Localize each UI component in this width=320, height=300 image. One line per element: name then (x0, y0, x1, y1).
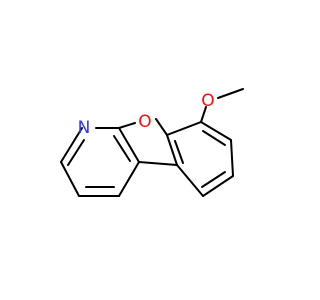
bond-ome-ch3 (217, 88, 244, 99)
bond-c2-c3 (60, 161, 80, 197)
bond-c4a-c9a-inner (113, 135, 131, 162)
bond-c4a-c9a (118, 127, 140, 163)
bond-c7-c6 (230, 139, 234, 177)
bond-c8a-c8 (166, 121, 202, 136)
bond-c8-c7 (200, 121, 232, 141)
bond-c6-c5 (202, 175, 234, 197)
furan-ring (118, 118, 178, 166)
bond-c8a-c4b (166, 134, 178, 166)
methoxy-oxygen-atom-label: O (201, 91, 214, 111)
bond-n-c2-inner (67, 139, 85, 166)
nitrogen-atom-label: N (78, 118, 91, 138)
pyridine-ring (60, 127, 140, 197)
bond-c8-c7-inner (202, 130, 226, 146)
bond-c5-c4b (176, 164, 204, 197)
bond-c4-c4a (118, 161, 140, 197)
bond-c9a-o (118, 122, 136, 129)
molecule-structure: N O O (60, 88, 244, 197)
bond-c8a-c4b-inner (174, 140, 184, 164)
bond-o-c8a (155, 118, 168, 136)
bond-n-c2 (60, 127, 83, 163)
bond-c4b-c4a (138, 161, 178, 166)
methoxy-group (200, 88, 244, 123)
bond-c6-c5-inner (201, 171, 226, 188)
bond-c8-ome (200, 106, 207, 123)
ring-oxygen-atom-label: O (138, 112, 151, 132)
benzene-ring (166, 121, 234, 197)
